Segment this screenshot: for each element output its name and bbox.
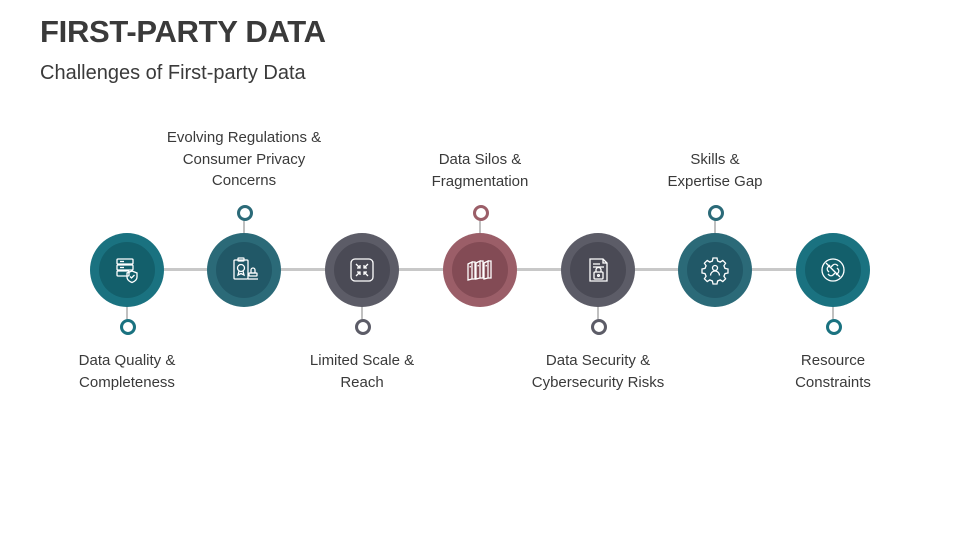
step-node-data-silos — [443, 233, 517, 307]
broken-link-icon — [821, 258, 845, 282]
gear-person-icon — [701, 257, 729, 285]
step-marker — [120, 319, 136, 335]
certificate-stamp-icon — [233, 257, 258, 280]
step-node-skills — [678, 233, 752, 307]
step-marker — [355, 319, 371, 335]
database-shield-icon — [116, 258, 138, 284]
silos-icon — [467, 259, 492, 281]
step-stem — [479, 221, 481, 233]
step-node-data-security — [561, 233, 635, 307]
step-label: Data Quality &Completeness — [78, 352, 176, 391]
page-title: FIRST-PARTY DATA — [40, 14, 326, 49]
step-node-limited-scale — [325, 233, 399, 307]
step-stem — [243, 221, 245, 233]
step-stem — [832, 307, 834, 319]
step-marker — [237, 205, 253, 221]
step-marker — [473, 205, 489, 221]
step-marker — [591, 319, 607, 335]
step-node-resource — [796, 233, 870, 307]
step-stem — [714, 221, 716, 233]
step-label: Skills &Expertise Gap — [667, 151, 763, 190]
step-stem — [597, 307, 599, 319]
step-label: Data Security &Cybersecurity Risks — [531, 352, 665, 391]
document-lock-icon — [589, 258, 608, 282]
step-marker — [708, 205, 724, 221]
step-node-regulations — [207, 233, 281, 307]
page-subtitle: Challenges of First-party Data — [40, 62, 306, 84]
step-node-data-quality — [90, 233, 164, 307]
step-label: Data Silos &Fragmentation — [431, 151, 529, 190]
step-marker — [826, 319, 842, 335]
step-label: Limited Scale &Reach — [309, 352, 415, 391]
step-stem — [361, 307, 363, 319]
step-stem — [126, 307, 128, 319]
compress-arrows-icon — [350, 258, 374, 282]
